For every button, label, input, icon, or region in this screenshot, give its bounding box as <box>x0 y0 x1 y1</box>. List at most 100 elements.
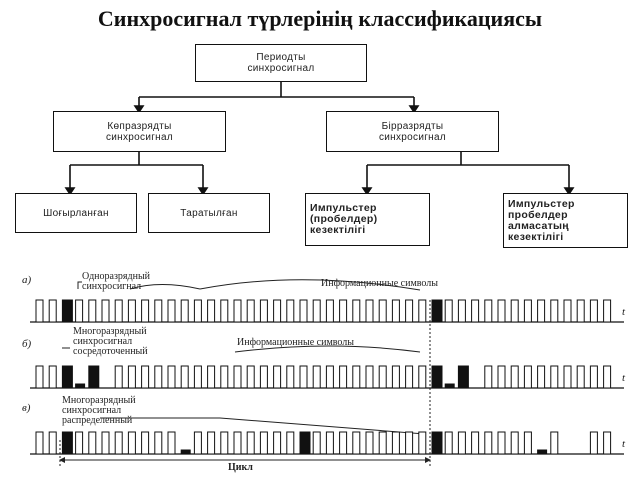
info-pulse <box>537 365 546 389</box>
sync-pulse <box>61 365 73 389</box>
sync-pulse <box>431 365 443 389</box>
t-label-a: t <box>622 306 626 318</box>
info-pulse <box>207 431 216 455</box>
info-pulse <box>114 431 123 455</box>
info-pulse <box>378 431 387 455</box>
info-pulse <box>457 299 466 323</box>
sync-pulse <box>431 431 443 455</box>
info-pulse <box>418 431 427 455</box>
info-pulse <box>286 365 295 389</box>
info-pulse <box>246 431 255 455</box>
info-pulse <box>378 365 387 389</box>
info-pulse <box>233 299 242 323</box>
info-pulse <box>233 431 242 455</box>
info-pulse <box>576 299 585 323</box>
info-pulse <box>312 299 321 323</box>
info-pulse <box>286 431 295 455</box>
info-pulse <box>484 431 493 455</box>
info-pulse <box>167 431 176 455</box>
info-pulse <box>510 299 519 323</box>
label-info-symbols-b: Информационные символы <box>237 337 355 348</box>
info-pulse <box>405 431 414 455</box>
info-pulse <box>550 431 559 455</box>
info-pulse <box>391 431 400 455</box>
info-pulse <box>233 365 242 389</box>
sync-low <box>444 383 455 389</box>
info-pulse <box>35 365 44 389</box>
info-pulse <box>391 365 400 389</box>
row-c-tag: в) <box>22 402 31 414</box>
info-pulse <box>523 299 532 323</box>
info-pulse <box>497 431 506 455</box>
info-pulse <box>75 299 84 323</box>
info-pulse <box>180 365 189 389</box>
info-pulse <box>312 431 321 455</box>
info-pulse <box>576 365 585 389</box>
box-periodic-sync: Периодты синхросигнал <box>195 44 367 82</box>
sync-pulse <box>431 299 443 323</box>
info-pulse <box>365 299 374 323</box>
info-pulse <box>563 299 572 323</box>
row-b-tag: б) <box>22 338 32 350</box>
info-pulse <box>220 431 229 455</box>
info-pulse <box>75 431 84 455</box>
label-info-symbols-a: Информационные символы <box>321 278 439 289</box>
sync-pulse <box>61 299 73 323</box>
info-pulse <box>193 431 202 455</box>
info-pulse <box>339 299 348 323</box>
info-pulse <box>273 299 282 323</box>
info-pulse <box>457 431 466 455</box>
info-pulse <box>273 431 282 455</box>
info-pulse <box>550 365 559 389</box>
box-singlebit-sync: Бірразрядты синхросигнал <box>326 111 499 152</box>
label-concentrated-sync: Многоразрядный синхросигнал сосредоточен… <box>73 326 148 357</box>
info-pulse <box>523 431 532 455</box>
info-pulse <box>220 299 229 323</box>
info-pulse <box>484 365 493 389</box>
info-pulse <box>603 299 612 323</box>
info-pulse <box>88 299 97 323</box>
info-pulse <box>207 365 216 389</box>
info-pulse <box>418 299 427 323</box>
row-a-tag: а) <box>22 274 32 286</box>
info-pulse <box>471 299 480 323</box>
info-pulse <box>127 365 136 389</box>
info-pulse <box>510 365 519 389</box>
info-pulse <box>537 299 546 323</box>
info-pulse <box>273 365 282 389</box>
tree-connectors <box>64 82 575 196</box>
info-pulse <box>391 299 400 323</box>
info-pulse <box>352 299 361 323</box>
info-pulse <box>589 365 598 389</box>
info-pulse <box>180 299 189 323</box>
info-pulse <box>497 365 506 389</box>
box-distributed: Таратылған <box>148 193 270 233</box>
info-pulse <box>589 299 598 323</box>
info-pulse <box>246 299 255 323</box>
info-pulse <box>299 365 308 389</box>
sync-low <box>75 383 86 389</box>
info-pulse <box>484 299 493 323</box>
info-pulse <box>325 431 334 455</box>
info-pulse <box>589 431 598 455</box>
info-pulse <box>523 365 532 389</box>
info-pulse <box>312 365 321 389</box>
info-pulse <box>193 299 202 323</box>
info-pulse <box>48 299 57 323</box>
info-pulse <box>365 365 374 389</box>
info-pulse <box>141 365 150 389</box>
info-pulse <box>352 431 361 455</box>
info-pulse <box>563 365 572 389</box>
sync-pulse <box>299 431 311 455</box>
info-pulse <box>114 365 123 389</box>
info-pulse <box>141 431 150 455</box>
info-pulse <box>167 299 176 323</box>
info-pulse <box>405 299 414 323</box>
info-pulse <box>259 299 268 323</box>
info-pulse <box>207 299 216 323</box>
info-pulse <box>35 299 44 323</box>
box-alternating-sequence: Импульстер пробелдер алмасатың кезектілі… <box>503 193 628 248</box>
info-pulse <box>299 299 308 323</box>
info-pulse <box>497 299 506 323</box>
